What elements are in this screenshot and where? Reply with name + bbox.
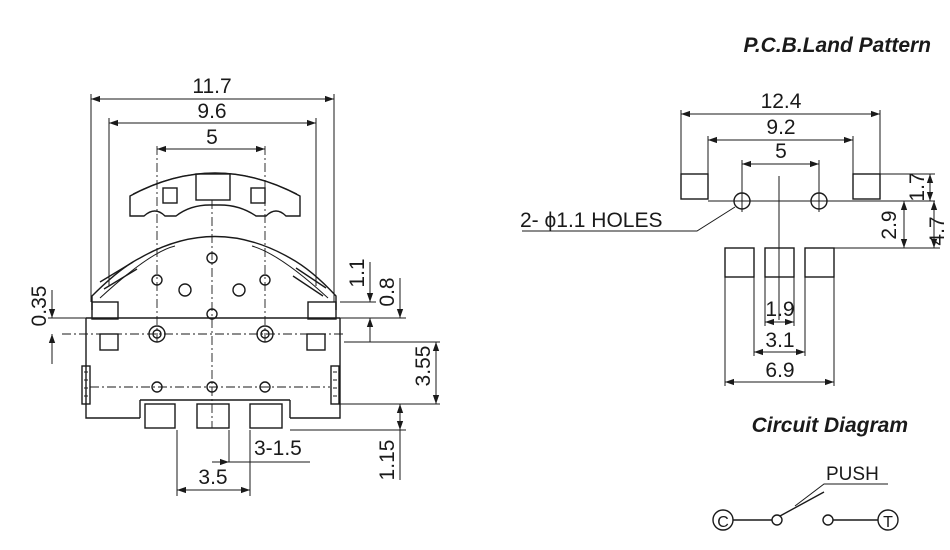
terminals bbox=[139, 399, 291, 429]
dim-terminal-height: 1.15 bbox=[376, 440, 399, 481]
pcb-dim-right-a: 1.7 bbox=[906, 172, 929, 201]
push-label: PUSH bbox=[826, 464, 879, 485]
switch-contact bbox=[779, 491, 825, 517]
terminal-c-label: C bbox=[717, 514, 729, 531]
holes-label: 2- ϕ1.1 HOLES bbox=[520, 209, 663, 232]
pcb-dim-bottom-a: 1.9 bbox=[765, 298, 794, 321]
dim-right-height: 3.55 bbox=[412, 346, 435, 387]
pcb-dim-mid: 9.2 bbox=[766, 116, 795, 139]
dim-top-offset: 0.35 bbox=[28, 286, 51, 327]
switch-body bbox=[81, 235, 341, 419]
pcb-dim-right-c: 4.7 bbox=[926, 216, 949, 245]
terminal-t-label: T bbox=[883, 514, 893, 531]
dim-terminal-pitch: 3-1.5 bbox=[254, 437, 302, 460]
circuit-diagram-title: Circuit Diagram bbox=[752, 414, 908, 437]
pcb-dim-bottom-b: 3.1 bbox=[765, 329, 794, 352]
dim-overall-width: 11.7 bbox=[192, 75, 231, 98]
pcb-land-pattern: P.C.B.Land Pattern bbox=[520, 34, 949, 386]
pcb-dim-bottom-c: 6.9 bbox=[765, 359, 794, 382]
dim-terminal-span: 3.5 bbox=[198, 466, 227, 489]
dim-right-upper: 1.1 bbox=[346, 258, 369, 287]
pcb-land-pattern-title: P.C.B.Land Pattern bbox=[744, 34, 931, 57]
circuit-diagram: Circuit Diagram C T PUSH bbox=[712, 414, 908, 531]
push-lever bbox=[129, 172, 301, 217]
pcb-dim-right-b: 2.9 bbox=[878, 210, 901, 239]
dim-pin-span: 5 bbox=[206, 126, 218, 149]
terminal-t-circle bbox=[877, 509, 899, 531]
pcb-dim-hole-span: 5 bbox=[775, 140, 787, 163]
dim-right-mid: 0.8 bbox=[376, 277, 399, 306]
component-view: 11.7 9.6 5 0.35 1.1 0.8 3.55 1.15 3-1.5 … bbox=[28, 75, 440, 496]
dim-inner-width: 9.6 bbox=[197, 100, 226, 123]
pcb-dim-overall: 12.4 bbox=[761, 90, 802, 113]
